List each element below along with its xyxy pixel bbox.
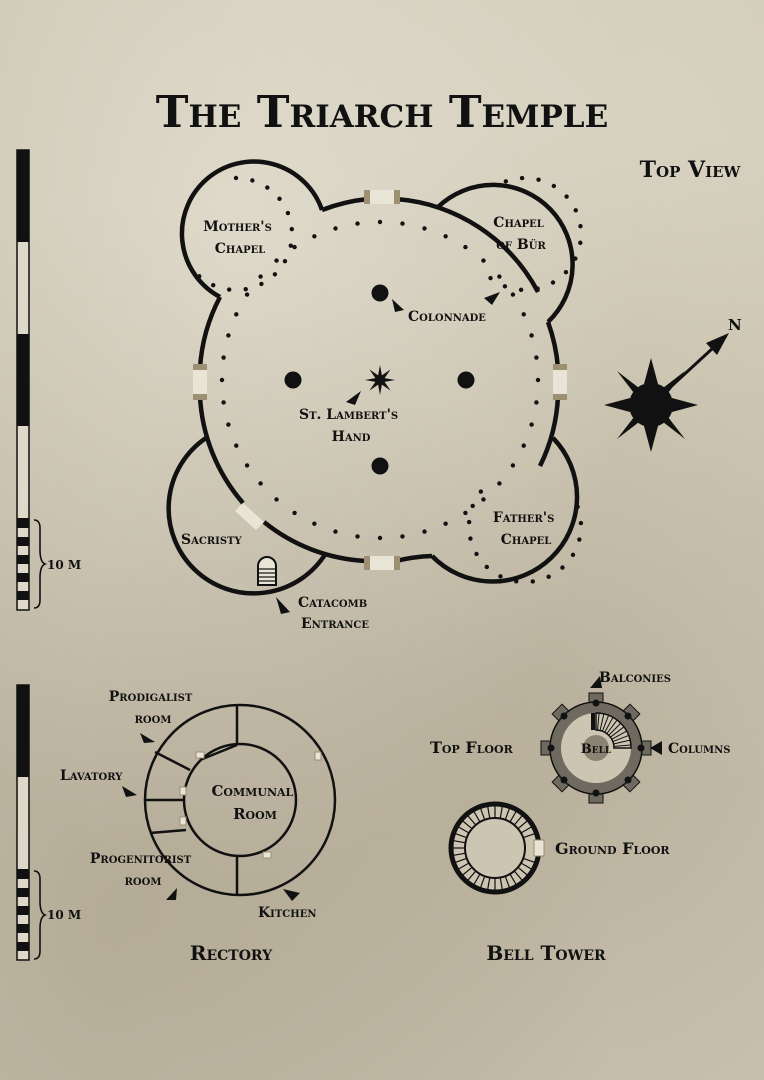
central-pillars — [284, 284, 475, 475]
sacristy-label: Sacristy — [181, 532, 242, 548]
bell-tower-title: Bell Tower — [486, 941, 606, 965]
st-lamberts-hand-label: St. Lambert's Hand — [299, 407, 403, 445]
top-floor-label: Top Floor — [430, 738, 514, 757]
rectory-pointers — [122, 733, 300, 901]
lavatory-label: Lavatory — [60, 768, 123, 784]
map-title: The Triarch Temple — [156, 87, 609, 138]
chapel-of-bur-label: Chapel of Bür — [493, 215, 548, 253]
prodigalist-room-label: Prodigalist room — [109, 689, 197, 727]
bell-label: Bell — [581, 742, 612, 757]
scale-label-top: 10 M — [47, 558, 81, 572]
rectory-doors — [179, 751, 322, 859]
bell-icon — [583, 735, 609, 761]
scale-bar-top: 10 M — [16, 149, 81, 611]
colonnade-columns — [186, 175, 584, 584]
bell-tower-top-floor — [540, 692, 652, 804]
chapel-of-bur-wall — [436, 182, 575, 324]
progenitorist-room-label: Progenitorist room — [90, 851, 196, 889]
tower-columns — [547, 699, 645, 797]
temple-pointers — [276, 292, 500, 614]
ground-floor-label: Ground Floor — [555, 839, 670, 858]
temple-plan — [166, 159, 580, 596]
temple-doors — [193, 190, 567, 570]
compass-north-label: N — [728, 316, 742, 334]
door-east — [553, 367, 567, 397]
door-sacristy — [235, 503, 264, 530]
st-lamberts-hand-star-icon — [365, 365, 395, 395]
scale-label-bottom: 10 M — [47, 908, 81, 922]
colonnade-label: Colonnade — [408, 309, 486, 325]
communal-room-label: Communal Room — [211, 782, 298, 823]
kitchen-label: Kitchen — [258, 905, 316, 921]
columns-label: Columns — [668, 741, 731, 757]
compass-rose-icon — [604, 333, 729, 452]
balconies-label: Balconies — [599, 670, 671, 686]
bell-tower-pointers — [590, 676, 662, 755]
catacomb-entrance-icon — [257, 556, 277, 586]
door-south — [367, 556, 397, 570]
ground-floor-door — [533, 839, 545, 857]
rectory-title: Rectory — [190, 941, 273, 965]
fathers-chapel-label: Father's Chapel — [493, 510, 559, 548]
mothers-chapel-label: Mother's Chapel — [203, 219, 276, 257]
mothers-chapel-wall — [179, 159, 325, 299]
rectory-plan — [143, 703, 337, 897]
sacristy-wall — [166, 436, 328, 596]
top-view-label: Top View — [640, 157, 742, 183]
catacomb-entrance-label: Catacomb Entrance — [298, 595, 372, 632]
bell-tower-ground-floor — [448, 801, 545, 895]
fathers-chapel-wall — [430, 436, 580, 584]
door-west — [193, 367, 207, 397]
door-north — [367, 190, 397, 204]
main-hall-wall — [321, 196, 369, 213]
scale-bar-bottom: 10 M — [16, 684, 81, 961]
